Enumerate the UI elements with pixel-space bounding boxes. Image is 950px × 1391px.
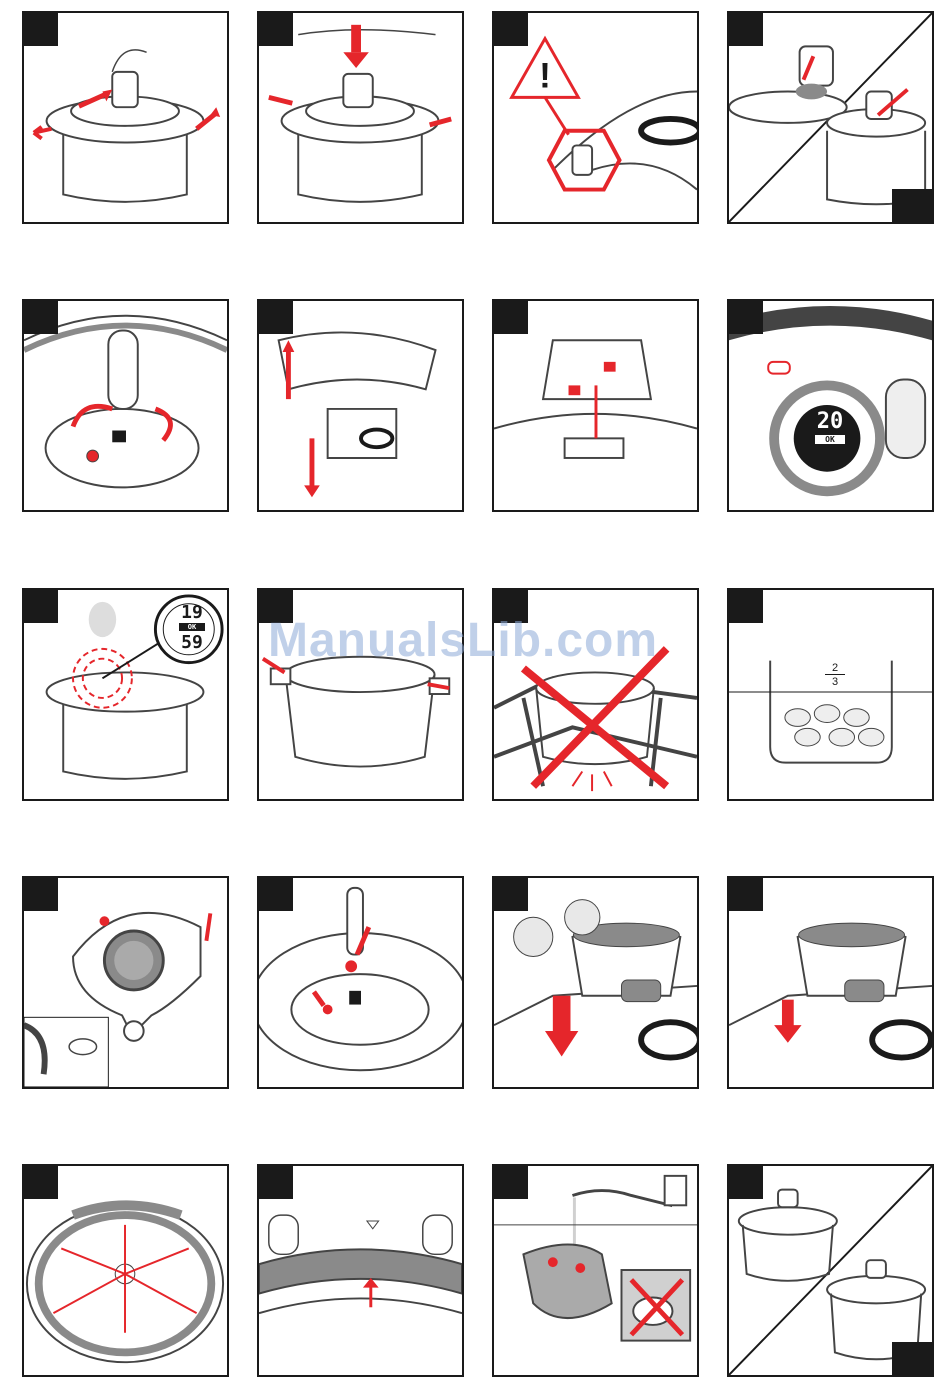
- step-tab: [24, 1166, 58, 1199]
- step-tab: [494, 878, 528, 911]
- step-tab: [494, 301, 528, 334]
- fill-fraction-numerator: 2: [825, 662, 845, 675]
- panel-08-timer-display: 20 OK: [727, 299, 934, 512]
- panel-09-steam-release: 19 OK 59: [22, 588, 229, 801]
- step-tab: [729, 13, 763, 46]
- hand-icon: [269, 1215, 298, 1254]
- panel-03-warning-handle: !: [492, 11, 699, 224]
- step-tab: [24, 13, 58, 46]
- cross-icon: [523, 649, 666, 786]
- hand-icon: [886, 380, 925, 458]
- panel-18-fit-gasket: [257, 1164, 464, 1377]
- hand-icon: [108, 330, 137, 408]
- timer-value: 20: [805, 409, 855, 434]
- panel-04-remove-valve: [727, 11, 934, 224]
- panel-05-turn-knob: [22, 299, 229, 512]
- fill-fraction-denominator: 3: [825, 676, 845, 688]
- panel-13-check-valve: [22, 876, 229, 1089]
- timer-status-badge: OK: [179, 623, 205, 631]
- step-tab: [729, 878, 763, 911]
- timer-top-value: 19: [174, 602, 210, 623]
- panel-19-rinse-lid: [492, 1164, 699, 1377]
- panel-15-steam-release-valve: [492, 876, 699, 1089]
- step-tab: [259, 301, 293, 334]
- timer-status-badge: OK: [815, 435, 845, 444]
- step-tab: [892, 1342, 932, 1375]
- panel-17-gasket-lid: [22, 1164, 229, 1377]
- step-tab: [24, 590, 58, 623]
- step-tab: [729, 301, 763, 334]
- panel-07-align-handle: [492, 299, 699, 512]
- steam-icon: [89, 602, 116, 637]
- step-tab: [259, 13, 293, 46]
- panel-01-open-lid: [22, 11, 229, 224]
- panel-16-valve-closed: [727, 876, 934, 1089]
- panel-06-remove-handle: [257, 299, 464, 512]
- faucet-icon: [572, 1191, 670, 1206]
- step-tab: [24, 878, 58, 911]
- step-tab: [24, 301, 58, 334]
- step-tab: [729, 590, 763, 623]
- watermark: ManualsLib.com: [268, 613, 658, 668]
- step-tab: [494, 1166, 528, 1199]
- step-tab: [494, 13, 528, 46]
- panel-14-press-indicator: [257, 876, 464, 1089]
- panel-02-press-lid: [257, 11, 464, 224]
- panel-12-fill-two-thirds: 2 3: [727, 588, 934, 801]
- step-tab: [892, 189, 932, 222]
- svg-text:!: !: [539, 57, 551, 96]
- steam-icon: [514, 917, 553, 956]
- step-tab: [729, 1166, 763, 1199]
- step-tab: [259, 1166, 293, 1199]
- panel-20-storage: [727, 1164, 934, 1377]
- timer-bottom-value: 59: [174, 632, 210, 653]
- step-tab: [259, 878, 293, 911]
